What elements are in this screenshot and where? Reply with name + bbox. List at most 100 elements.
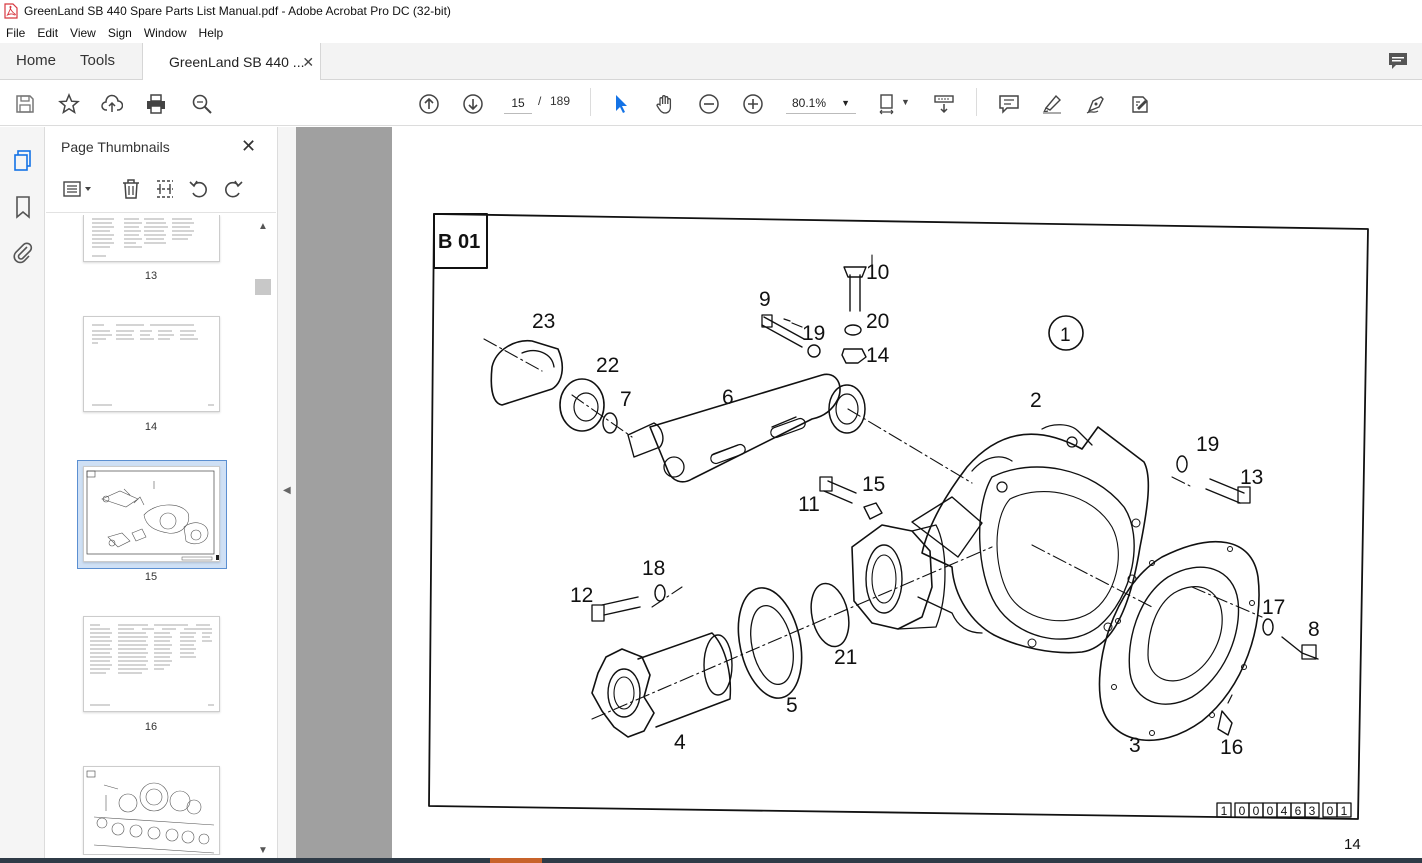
bookmarks-icon[interactable] [11,195,35,219]
scroll-up-arrow-icon[interactable]: ▲ [258,221,268,232]
print-icon[interactable] [144,92,168,116]
draw-pen-icon[interactable] [1084,92,1108,116]
part-label: 20 [866,310,889,333]
part-label: 9 [759,288,771,311]
zoom-out-icon[interactable] [697,92,721,116]
fill-sign-icon[interactable] [1128,92,1152,116]
part-label: 23 [532,310,555,333]
zoom-level-value: 80.1% [792,96,827,110]
taskbar-strip [0,858,1422,863]
extract-pages-icon[interactable] [153,177,177,201]
save-icon[interactable] [13,92,37,116]
menu-file[interactable]: File [6,25,26,40]
part-label: 3 [1129,734,1141,757]
zoom-level-select[interactable]: 80.1% ▼ [786,92,856,114]
page-total: 189 [550,94,571,108]
upload-cloud-icon[interactable] [100,92,124,116]
comment-panel-icon[interactable] [1388,52,1408,70]
zoom-in-icon[interactable] [741,92,765,116]
panel-splitter[interactable]: ◀ [277,127,296,863]
page-thumbnail-current[interactable] [83,466,220,562]
tab-tools[interactable]: Tools [80,52,116,69]
panel-toolbar [46,167,276,213]
page-thumbnails-icon[interactable] [11,149,35,173]
drawing-number-digit: 4 [1281,804,1288,818]
part-label: 22 [596,354,619,377]
drawing-number: 1 0 0 0 4 6 3 0 1 [1216,802,1352,818]
page-number: 14 [1344,836,1361,853]
page-number-input[interactable]: 15 [504,92,532,114]
hand-tool-icon[interactable] [653,92,677,116]
thumbnail-options-icon[interactable] [60,177,96,201]
panel-title: Page Thumbnails [61,139,170,155]
rotate-clockwise-icon[interactable] [221,177,245,201]
menu-edit[interactable]: Edit [37,25,59,40]
drawing-number-digit: 6 [1295,804,1302,818]
part-label: 7 [620,388,632,411]
rotate-counterclockwise-icon[interactable] [187,177,211,201]
part-label: 11 [798,493,820,516]
scroll-mode-icon[interactable] [932,92,956,116]
main-toolbar: 15 / 189 80.1% ▼ ▼ [0,80,1422,126]
navigation-rail [0,127,45,863]
part-label: 19 [1196,433,1219,456]
part-label: 10 [866,261,889,284]
search-icon[interactable] [190,92,214,116]
comment-icon[interactable] [997,92,1021,116]
exploded-parts-diagram: B 01 1 2 3 4 5 6 7 8 9 10 11 12 13 14 15 [428,213,1369,853]
page-thumbnail[interactable] [83,316,220,412]
tab-home[interactable]: Home [16,52,57,69]
part-label: 4 [674,731,686,754]
menu-help[interactable]: Help [198,25,224,40]
tab-bar: Home Tools GreenLand SB 440 ... ✕ [0,43,1422,80]
delete-page-icon[interactable] [119,177,143,201]
part-label: 2 [1030,389,1042,412]
taskbar-accent [490,858,542,863]
part-label: 21 [834,646,857,669]
document-viewport[interactable]: B 01 1 2 3 4 5 6 7 8 9 10 11 12 13 14 15 [296,127,1422,863]
page-separator: / [538,94,542,108]
page-thumbnail[interactable] [83,215,220,262]
window-title: GreenLand SB 440 Spare Parts List Manual… [24,4,451,18]
menu-view[interactable]: View [70,25,96,40]
drawing-number-digit: 0 [1267,804,1274,818]
tab-document-label: GreenLand SB 440 ... [169,53,305,70]
chevron-down-icon: ▼ [841,98,850,108]
highlight-pen-icon[interactable] [1040,92,1064,116]
part-label: 17 [1262,596,1285,619]
thumbnail-page-label: 15 [144,571,158,583]
window-title-bar: GreenLand SB 440 Spare Parts List Manual… [0,0,1422,22]
bookmark-star-icon[interactable] [57,92,81,116]
menu-window[interactable]: Window [143,25,187,40]
page-thumbnail[interactable] [83,616,220,712]
scrollbar-thumb[interactable] [255,279,271,295]
part-label: 19 [802,322,825,345]
select-cursor-icon[interactable] [609,92,633,116]
next-page-icon[interactable] [461,92,485,116]
thumbnail-page-label: 16 [144,721,158,733]
tab-document[interactable]: GreenLand SB 440 ... ✕ [142,43,322,80]
part-label: 5 [786,694,798,717]
attachments-paperclip-icon[interactable] [11,240,35,264]
page-fit-icon[interactable] [876,92,900,116]
group-label: 1 [1060,325,1071,346]
drawing-number-digit: 1 [1221,804,1228,818]
close-tab-icon[interactable]: ✕ [302,54,315,70]
page-thumbnail[interactable] [83,766,220,855]
part-label: 14 [866,344,890,367]
part-label: 12 [570,584,593,607]
part-label: 13 [1240,466,1263,489]
previous-page-icon[interactable] [417,92,441,116]
thumbnail-scrollbar[interactable]: ▲ ▼ [255,219,272,859]
acrobat-pdf-icon [4,3,18,19]
scroll-down-arrow-icon[interactable]: ▼ [258,845,268,856]
menu-sign[interactable]: Sign [107,25,132,40]
chevron-down-icon[interactable]: ▼ [901,97,910,107]
drawing-number-digit: 0 [1239,804,1246,818]
drawing-number-digit: 1 [1341,804,1348,818]
part-label: 16 [1220,736,1243,759]
collapse-panel-arrow-icon[interactable]: ◀ [283,485,291,496]
toolbar-divider [976,88,977,116]
close-panel-icon[interactable]: ✕ [241,136,257,156]
part-label: 15 [862,473,885,496]
